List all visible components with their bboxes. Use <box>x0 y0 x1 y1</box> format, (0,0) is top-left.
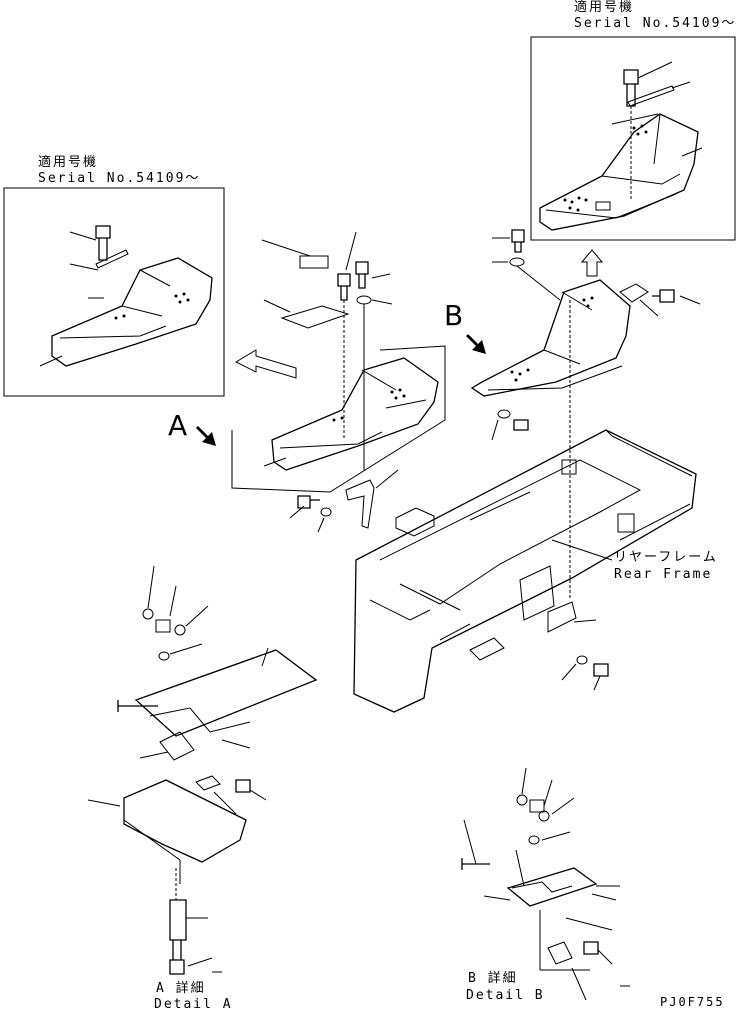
view-arrow-a <box>196 426 216 446</box>
view-arrow-b <box>466 334 486 354</box>
rear-frame-label-jp: リヤーフレーム <box>614 550 718 565</box>
perforation-holes <box>332 388 406 422</box>
detail-a-drawing <box>87 565 318 975</box>
inset-left-serial-label: Serial No.54109〜 <box>38 171 201 186</box>
perforation-holes <box>114 292 190 320</box>
inset-box-right <box>530 36 736 241</box>
rear-frame-drawing <box>289 429 697 713</box>
drawing-code: PJ0F755 <box>660 995 725 1009</box>
detail-b-label-en: Detail B <box>466 988 545 1003</box>
detail-b-drawing <box>461 767 630 1001</box>
detail-a-label-jp: A 詳細 <box>156 981 206 996</box>
inset-left-applicable-label: 適用号機 <box>38 155 99 170</box>
rear-frame-label-en: Rear Frame <box>614 567 713 582</box>
inset-right-applicable-label: 適用号機 <box>574 0 635 15</box>
inset-right-serial-label: Serial No.54109〜 <box>574 16 737 31</box>
detail-a-label-en: Detail A <box>154 997 233 1012</box>
view-marker-a: A <box>168 409 188 442</box>
perforation-holes <box>563 124 648 212</box>
view-marker-b: B <box>444 299 464 332</box>
inset-box-left <box>3 187 225 397</box>
center-step-assembly <box>231 231 446 493</box>
detail-b-label-jp: B 詳細 <box>468 971 518 986</box>
right-step-assembly <box>470 229 701 600</box>
perforation-holes <box>510 296 594 382</box>
